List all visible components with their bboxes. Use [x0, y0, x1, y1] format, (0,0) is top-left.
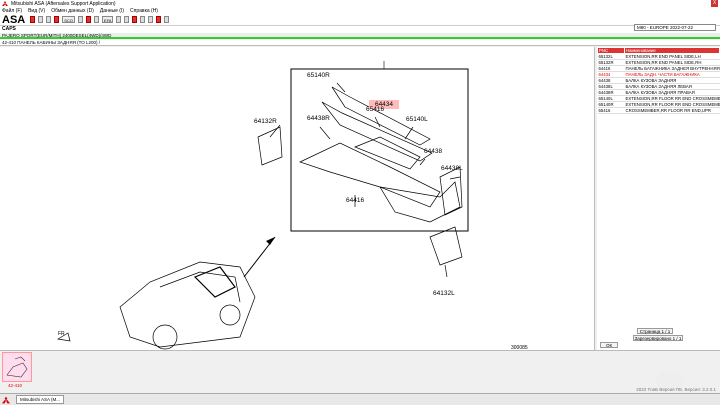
pnc-cell: 64434: [597, 71, 625, 78]
name-cell: EXTENSION,RR END PANEL SIDE,LH: [624, 53, 720, 60]
name-cell: ПАНЕЛЬ ЗАДН. ЧАСТИ БАГАЖНИКА: [624, 71, 720, 78]
pnc-cell: 65140R: [597, 101, 625, 108]
diagram-label-65416[interactable]: 65416: [366, 106, 385, 113]
toolbar-button-14[interactable]: [148, 16, 154, 23]
name-cell: EXTENSION,RR END PANEL SIDE,RH: [624, 59, 720, 66]
toolbar: ASA SCO EFA: [0, 14, 720, 26]
toolbar-button-15[interactable]: [156, 16, 162, 23]
menu-bar: Файл (F) Вид (V) Обмен данных (D) Данные…: [0, 7, 720, 14]
pnc-cell: 65132R: [597, 59, 625, 66]
toolbar-button-1[interactable]: [30, 16, 36, 23]
window-title: Mitsubishi ASA (Aftersales Support Appli…: [11, 0, 116, 7]
thumbnail-label: 42-410: [8, 383, 23, 388]
pnc-cell: 64438: [597, 77, 625, 84]
pnc-cell: 65416: [597, 107, 625, 114]
menu-data[interactable]: Данные (I): [99, 7, 125, 14]
name-cell: CROSSMEMBER,RR FLOOR RR END,UPR: [624, 107, 720, 114]
toolbar-button-10[interactable]: [116, 16, 122, 23]
diagram-drawing: [57, 61, 469, 350]
toolbar-button-2[interactable]: [38, 16, 44, 23]
toolbar-button-11[interactable]: [124, 16, 130, 23]
menu-data-exchange[interactable]: Обмен данных (D): [51, 7, 94, 14]
name-cell: ПАНЕЛЬ БАГАЖНИКА ЗАДНЕЯ ВНУТРЕННЯЯ: [624, 65, 720, 72]
toolbar-button-3[interactable]: [46, 16, 52, 23]
name-cell: EXTENSION,RR FLOOR RR END CROSSMEMBER: [624, 95, 720, 102]
watermark-logo: [656, 371, 684, 391]
toolbar-button-7[interactable]: [85, 16, 91, 23]
name-cell: БАЛКА КУЗОВА ЗАДНЯЯ: [624, 77, 720, 84]
menu-help[interactable]: Справка (H): [130, 7, 158, 14]
diagram-label-65140l[interactable]: 65140L: [406, 116, 428, 123]
group-path: 42-410 ПАНЕЛЬ КАБИНЫ ЗАДНЯЯ (TO L200) /: [0, 40, 720, 46]
taskbar-app-icon: [2, 396, 10, 403]
taskbar: Mitsubishi ASA (M...: [0, 393, 720, 405]
page-indicator: Страница 1 / 1: [637, 328, 673, 334]
diagram-label-64132l[interactable]: 64132L: [433, 290, 455, 297]
menu-file[interactable]: Файл (F): [2, 7, 23, 14]
diagram-label-65140r[interactable]: 65140R: [307, 72, 330, 79]
name-cell: БАЛКА КУЗОВА ЗАДНЯЯ ЛЕВАЯ: [624, 83, 720, 90]
pnc-cell: 65132L: [597, 53, 625, 60]
toolbar-button-13[interactable]: [140, 16, 146, 23]
title-bar: Mitsubishi ASA (Aftersales Support Appli…: [0, 0, 720, 7]
toolbar-sco-button[interactable]: SCO: [62, 16, 75, 23]
cats-label: CAPS: [0, 26, 720, 33]
toolbar-button-8[interactable]: [93, 16, 99, 23]
diagram-label-64438[interactable]: 64438: [424, 148, 443, 155]
vehicle-path: PAJERO SPORT(EUR/MITH) 2400DESEL(4WD)/4W…: [0, 33, 720, 39]
version-text: 2022 ТлиБ Версия ПБ. Версия: 3.2.0.1: [636, 387, 716, 392]
pnc-cell: 65140L: [597, 95, 625, 102]
pnc-cell: 64438R: [597, 89, 625, 96]
mitsubishi-logo-icon: [2, 1, 8, 6]
toolbar-button-12[interactable]: [132, 16, 138, 23]
pnc-cell: 64416: [597, 65, 625, 72]
toolbar-button-6[interactable]: [77, 16, 83, 23]
thumbnail-strip: [0, 350, 720, 393]
diagram-thumbnail[interactable]: [2, 352, 32, 382]
diagram-callout[interactable]: 64434: [369, 100, 399, 109]
toolbar-button-16[interactable]: [164, 16, 170, 23]
toolbar-button-4[interactable]: [54, 16, 60, 23]
diagram-label-64438l[interactable]: 64438L: [441, 165, 463, 172]
taskbar-item[interactable]: Mitsubishi ASA (M...: [16, 395, 65, 404]
toolbar-efa-button[interactable]: EFA: [101, 16, 114, 23]
pnc-cell: 64438L: [597, 83, 625, 90]
catalog-select[interactable]: M80 - EUROPE 2022-07-22: [634, 24, 716, 31]
thumbnail-icon: [6, 356, 28, 378]
close-button[interactable]: X: [711, 0, 718, 7]
diagram-label-64132r[interactable]: 64132R: [254, 118, 277, 125]
diagram-code: 300085: [511, 345, 528, 351]
name-cell: EXTENSION,RR FLOOR RR END CROSSMEMBER: [624, 101, 720, 108]
name-cell: БАЛКА КУЗОВА ЗАДНЯЯ ПРАВАЯ: [624, 89, 720, 96]
menu-view[interactable]: Вид (V): [28, 7, 46, 14]
fr-label: FR: [58, 331, 65, 337]
asa-brand: ASA: [2, 13, 26, 26]
saved-indicator: Зарезервировано 1 / 1: [633, 335, 683, 341]
column-header-name[interactable]: Наименование: [624, 47, 720, 54]
diagram-label-64438r[interactable]: 64438R: [307, 115, 330, 122]
diagram-label-64416[interactable]: 64416: [346, 197, 365, 204]
ok-button[interactable]: ОК: [600, 342, 618, 348]
parts-diagram[interactable]: 64434 65140R 65416 64438R 65140L 64438 6…: [0, 47, 595, 350]
